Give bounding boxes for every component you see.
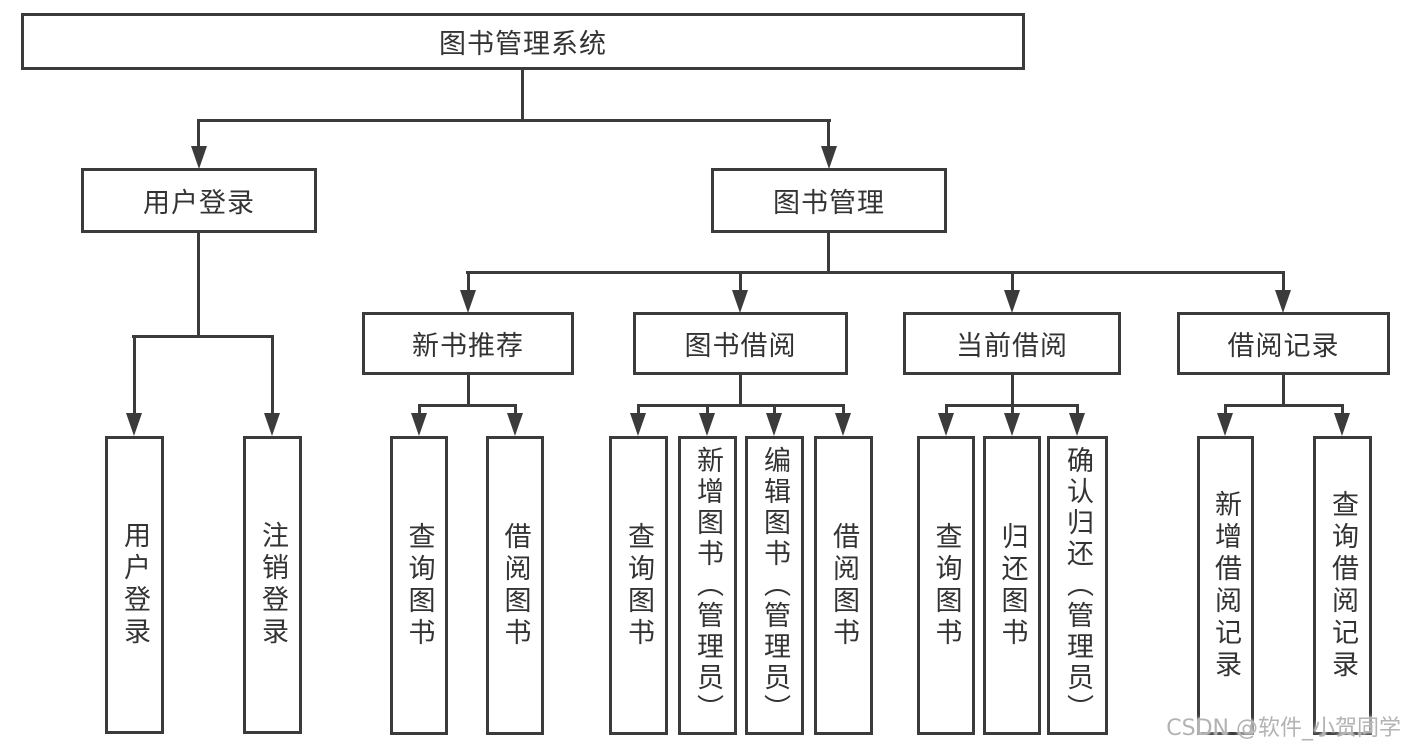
drop-e2-stem: [1341, 404, 1344, 416]
arrow-down-book-borrowing: [732, 290, 748, 313]
arrow-down-b2: [507, 413, 523, 436]
node-new-book-recommendation: 新书推荐: [362, 312, 574, 375]
leaf-query-books-borrowing: 查询图书: [609, 436, 668, 735]
leaf-borrow-books-borrowing-label: 借阅图书: [828, 521, 859, 650]
borrowing-records-branch-vline: [1282, 373, 1285, 407]
leaf-add-book-admin: 新增图书（管理员）: [678, 436, 737, 735]
book-management-branch-hline: [466, 271, 1285, 274]
arrow-down-d1: [938, 413, 954, 436]
drop-c1-stem: [637, 404, 640, 416]
watermark: CSDN @软件_小贺同学: [1166, 716, 1401, 741]
drop-d3-stem: [1076, 404, 1079, 416]
drop-b2-stem: [514, 404, 517, 416]
book-borrowing-branch-vline: [739, 373, 742, 407]
arrow-down-c3: [766, 413, 782, 436]
leaf-add-borrow-record-label: 新增借阅记录: [1210, 489, 1241, 682]
leaf-edit-book-admin-label: 编辑图书（管理员）: [759, 446, 790, 725]
drop-e1-stem: [1224, 404, 1227, 416]
node-user-login-label: 用户登录: [143, 188, 255, 219]
leaf-return-books-label: 归还图书: [996, 521, 1028, 650]
leaf-query-borrow-record-label: 查询借阅记录: [1327, 489, 1358, 682]
user-login-branch-hline: [132, 335, 274, 338]
node-root: 图书管理系统: [21, 13, 1025, 70]
drop-book-borrowing-stem: [739, 271, 742, 292]
arrow-down-new-book-recommendation: [460, 290, 476, 313]
book-management-branch-vline: [827, 231, 830, 274]
leaf-query-books-current-label: 查询图书: [930, 521, 962, 650]
drop-c3-stem: [773, 404, 776, 416]
leaf-add-book-admin-label: 新增图书（管理员）: [692, 446, 723, 725]
drop-b1-stem: [418, 404, 421, 416]
leaf-borrow-books-recommend-label: 借阅图书: [499, 521, 531, 650]
arrow-down-d2: [1004, 413, 1020, 436]
arrow-down-e1: [1217, 413, 1233, 436]
arrow-down-borrowing-records: [1275, 290, 1291, 313]
root-branch-vline: [521, 69, 524, 121]
arrow-down-d3: [1069, 413, 1085, 436]
new-book-recommendation-branch-hline: [418, 404, 517, 407]
leaf-user-login: 用户登录: [105, 436, 164, 734]
leaf-confirm-return-admin-label: 确认归还（管理员）: [1062, 446, 1093, 725]
leaf-edit-book-admin: 编辑图书（管理员）: [745, 436, 804, 735]
arrow-down-e2: [1334, 413, 1350, 436]
drop-current-borrowing-stem: [1011, 271, 1014, 292]
leaf-query-books-recommend-label: 查询图书: [403, 521, 435, 650]
node-borrowing-records: 借阅记录: [1177, 312, 1390, 375]
leaf-add-borrow-record: 新增借阅记录: [1197, 436, 1254, 735]
leaf-query-borrow-record: 查询借阅记录: [1313, 436, 1372, 735]
user-login-branch-vline: [197, 231, 200, 338]
node-new-book-recommendation-label: 新书推荐: [412, 331, 524, 362]
node-current-borrowing: 当前借阅: [903, 312, 1121, 375]
leaf-query-books-current: 查询图书: [917, 436, 975, 735]
drop-d2-stem: [1011, 404, 1014, 416]
leaf-query-books-recommend: 查询图书: [390, 436, 448, 735]
leaf-user-login-label: 用户登录: [119, 521, 150, 649]
leaf-logout-login: 注销登录: [243, 436, 302, 734]
drop-leaf-logout-stem: [271, 335, 274, 415]
arrow-down-book-management: [821, 146, 837, 169]
arrow-down-c1: [630, 413, 646, 436]
node-root-label: 图书管理系统: [439, 29, 607, 60]
drop-borrowing-records-stem: [1282, 271, 1285, 292]
node-user-login: 用户登录: [81, 168, 317, 233]
leaf-borrow-books-borrowing: 借阅图书: [814, 436, 873, 735]
node-book-borrowing: 图书借阅: [633, 312, 848, 375]
book-borrowing-branch-hline: [637, 404, 845, 407]
leaf-confirm-return-admin: 确认归还（管理员）: [1047, 436, 1108, 735]
arrow-down-current-borrowing: [1004, 290, 1020, 313]
drop-d1-stem: [945, 404, 948, 416]
node-current-borrowing-label: 当前借阅: [956, 331, 1068, 362]
root-branch-hline: [197, 119, 831, 122]
drop-leaf-user-login-stem: [133, 335, 136, 415]
arrow-down-b1: [411, 413, 427, 436]
drop-new-book-recommendation-stem: [467, 271, 470, 292]
new-book-recommendation-branch-vline: [467, 373, 470, 407]
node-book-borrowing-label: 图书借阅: [684, 331, 797, 362]
root-drop-book-management-stem: [827, 119, 830, 148]
arrow-down-leaf-user-login: [126, 413, 142, 436]
node-borrowing-records-label: 借阅记录: [1227, 331, 1340, 362]
drop-c4-stem: [842, 404, 845, 416]
arrow-down-user-login: [191, 146, 207, 169]
leaf-query-books-borrowing-label: 查询图书: [623, 521, 654, 650]
arrow-down-leaf-logout: [264, 413, 280, 436]
leaf-logout-login-label: 注销登录: [257, 521, 288, 649]
drop-c2-stem: [706, 404, 709, 416]
arrow-down-c4: [835, 413, 851, 436]
arrow-down-c2: [699, 413, 715, 436]
borrowing-records-branch-hline: [1224, 404, 1344, 407]
node-book-management: 图书管理: [711, 168, 947, 233]
current-borrowing-branch-vline: [1011, 373, 1014, 407]
leaf-borrow-books-recommend: 借阅图书: [486, 436, 544, 735]
leaf-return-books: 归还图书: [983, 436, 1041, 735]
node-book-management-label: 图书管理: [773, 188, 885, 219]
root-drop-user-login-stem: [197, 119, 200, 148]
